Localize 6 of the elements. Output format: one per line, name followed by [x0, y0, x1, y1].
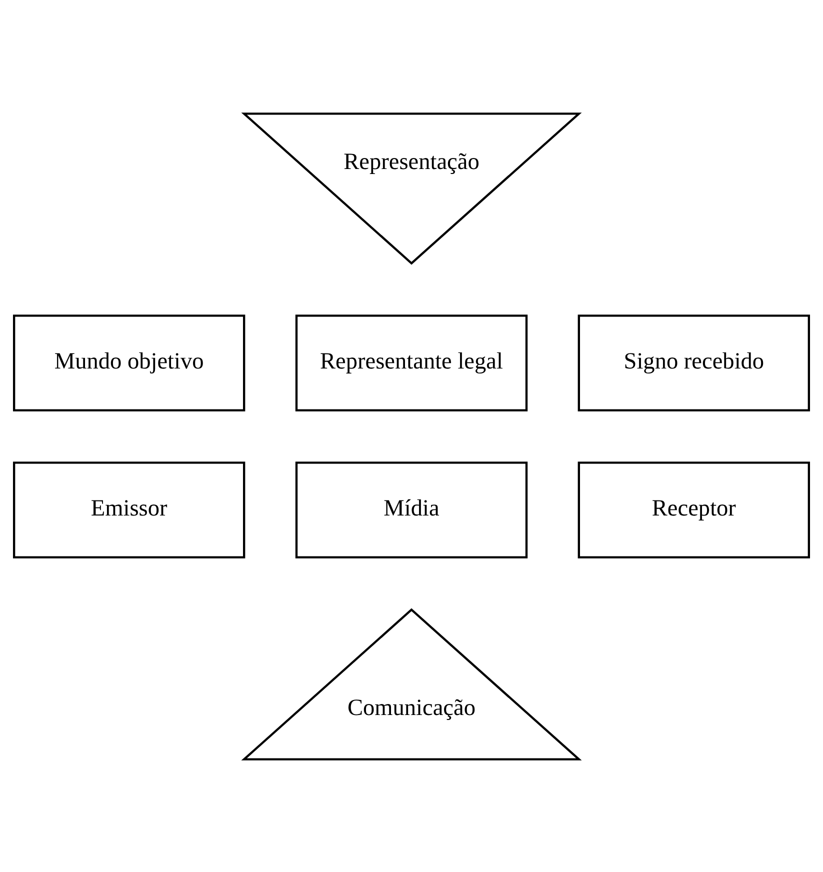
node-box: Signo recebido: [578, 314, 810, 411]
node-box: Emissor: [12, 461, 246, 558]
node-box: Mídia: [295, 461, 528, 558]
node-box: Receptor: [578, 461, 810, 558]
node-box: Mundo objetivo: [12, 314, 246, 411]
node-box: Representante legal: [295, 314, 528, 411]
